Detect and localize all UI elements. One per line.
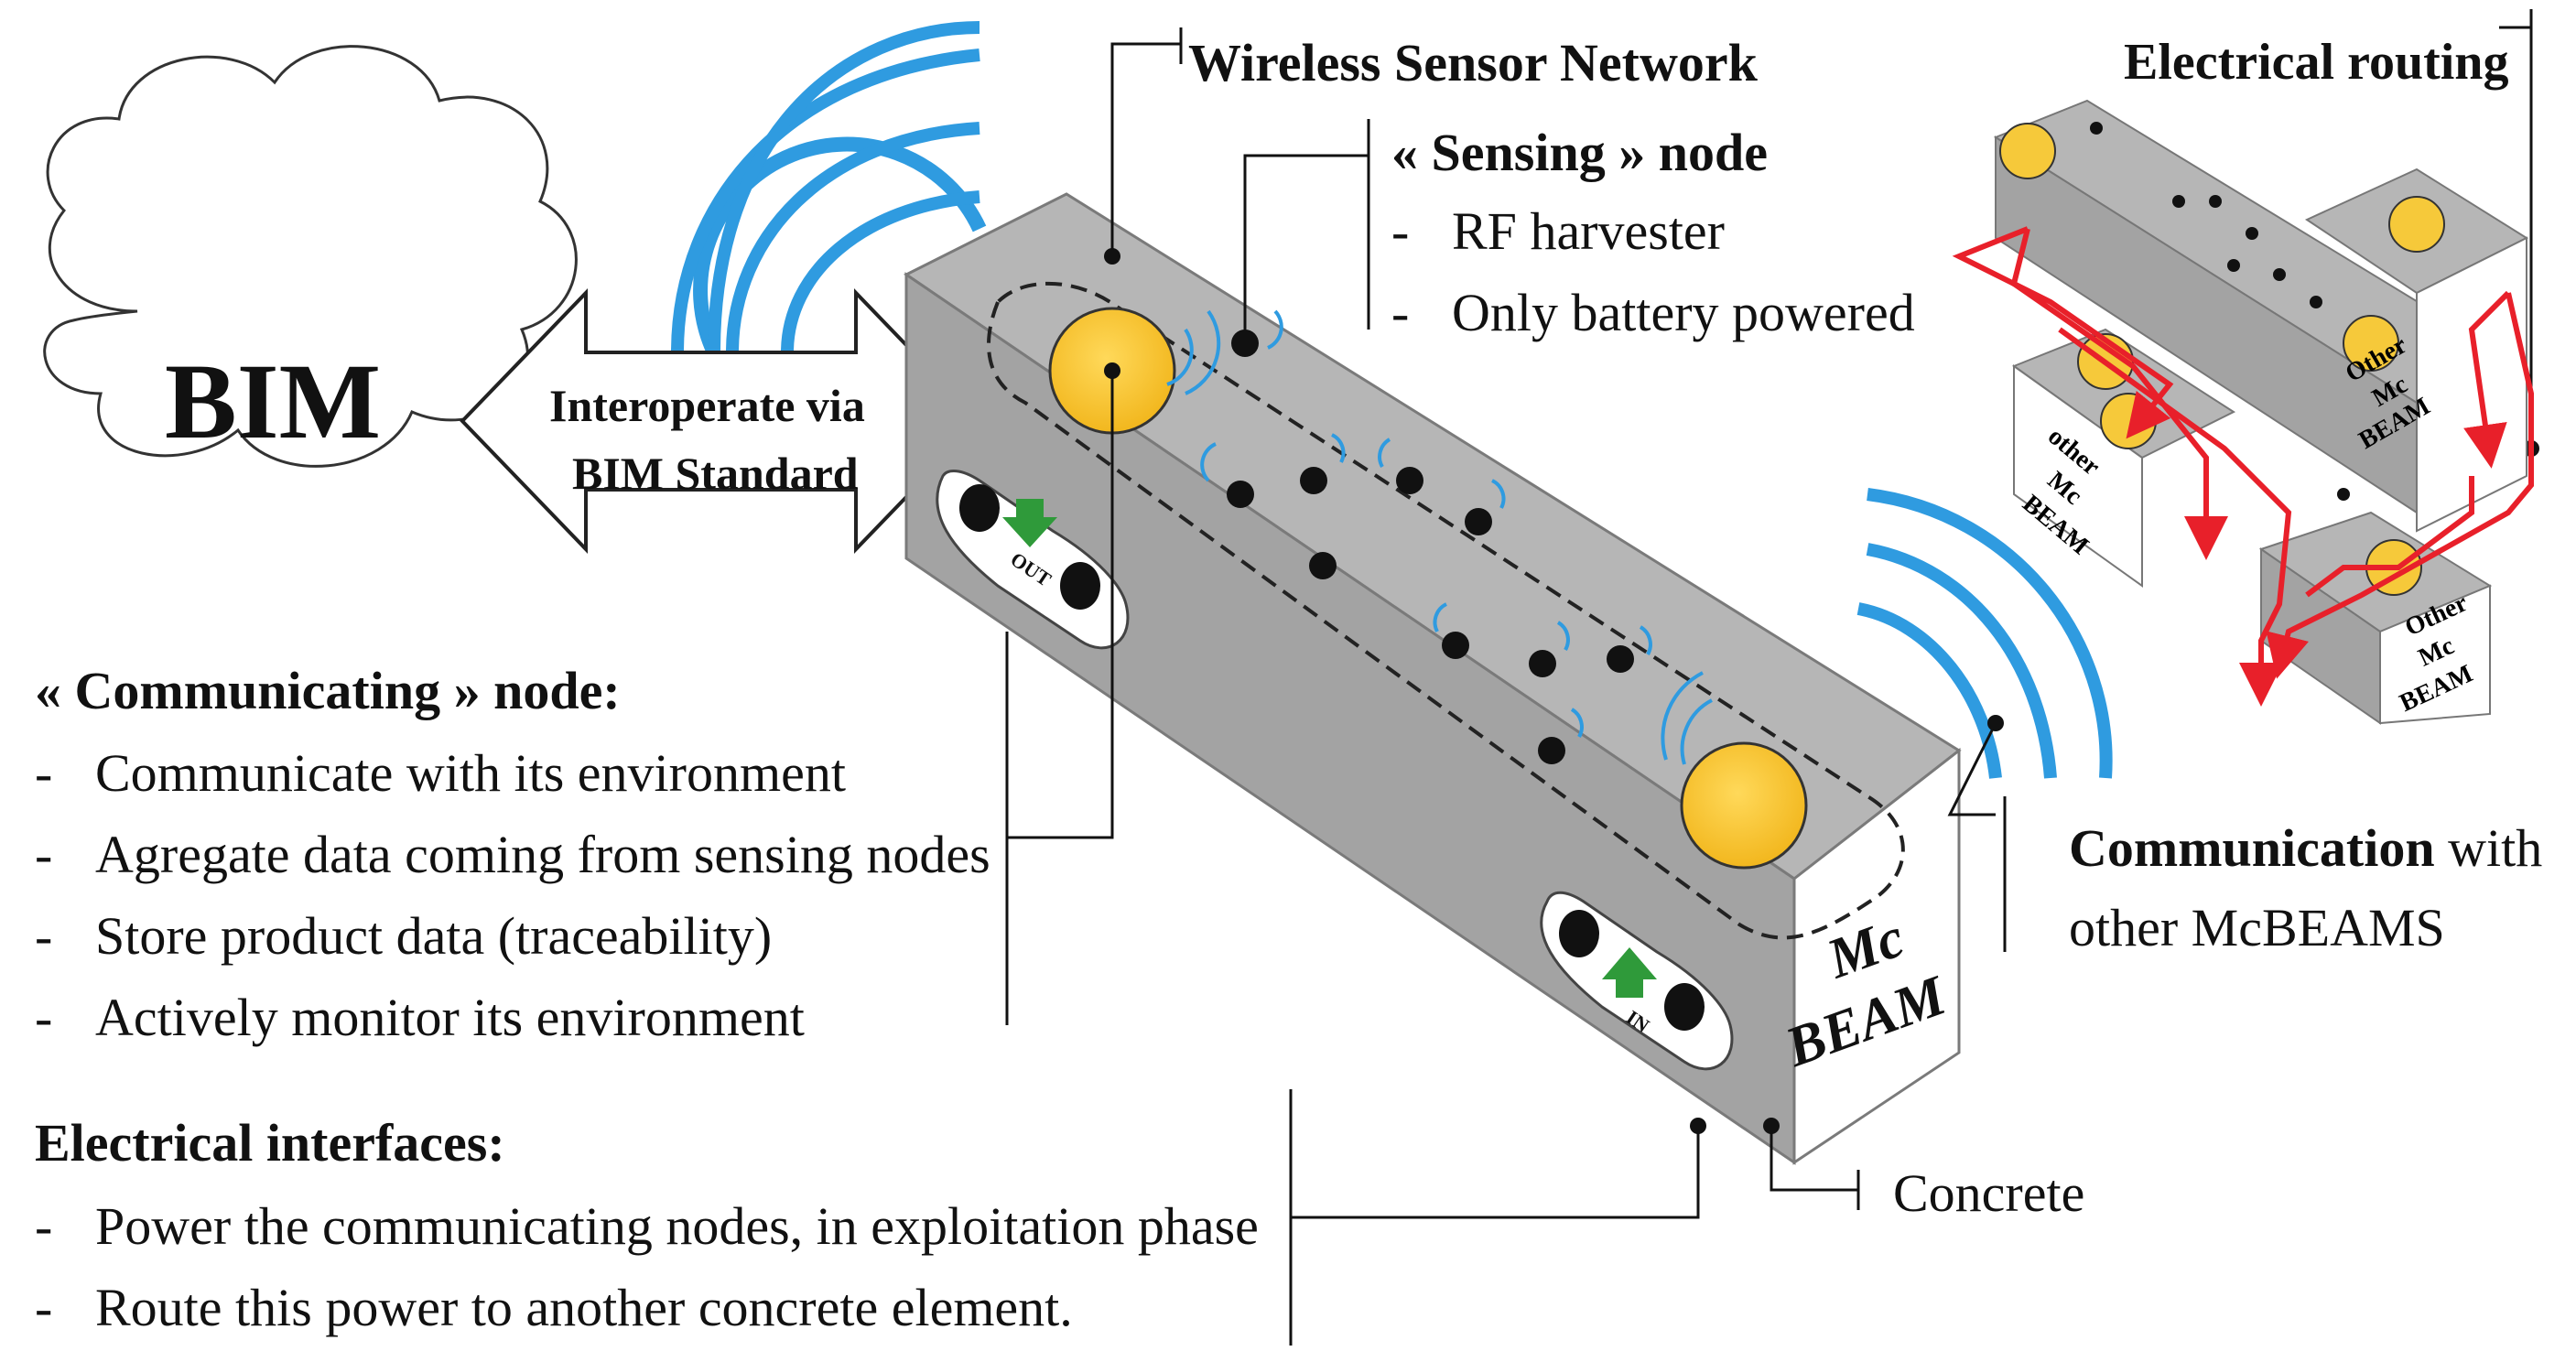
- arrow-label-line1: Interoperate via: [549, 380, 865, 431]
- communicating-item: Actively monitor its environment: [35, 977, 990, 1058]
- electrical-routing-title: Electrical routing: [2124, 34, 2509, 91]
- electrical-interfaces-title: Electrical interfaces:: [35, 1113, 505, 1173]
- electrical-item: Route this power to another concrete ele…: [35, 1267, 1259, 1348]
- wifi-icon-top: [693, 136, 987, 356]
- sensing-node-title: « Sensing » node: [1391, 123, 1768, 182]
- beam-end-face: [1792, 747, 1961, 1165]
- callout-lines: [1005, 9, 2533, 1346]
- bim-title: BIM: [165, 341, 381, 461]
- sensing-item: Only battery powered: [1391, 272, 1915, 353]
- wifi-icon-big: [671, 21, 980, 353]
- wsn-dashed-boundary: [987, 281, 1905, 940]
- electrical-interfaces-list: Power the communicating nodes, in exploi…: [35, 1185, 1259, 1348]
- in-plug: [1540, 891, 1734, 1071]
- sensing-item: RF harvester: [1391, 190, 1915, 272]
- concrete-label: Concrete: [1893, 1163, 2085, 1223]
- electrical-item: Power the communicating nodes, in exploi…: [35, 1185, 1259, 1267]
- mcbeam: Mc BEAM OUT IN: [904, 192, 1962, 1165]
- communicating-item: Store product data (traceability): [35, 895, 990, 977]
- radio-waves: [1166, 309, 1713, 765]
- wifi-icon-right: [1856, 488, 2113, 779]
- bim-cloud: [43, 45, 578, 468]
- communicating-item: Agregate data coming from sensing nodes: [35, 814, 990, 895]
- communicating-node-list: Communicate with its environment Agregat…: [35, 732, 990, 1058]
- sensing-nodes: [1227, 330, 1634, 764]
- routing-scene: Other Mc BEAM other Mc BEAM Other Mc BEA…: [1952, 99, 2534, 725]
- communication-rest: with: [2434, 818, 2543, 878]
- communication-line1: Communication with: [2069, 822, 2542, 875]
- communication-bold: Communication: [2069, 818, 2435, 878]
- out-plug: [936, 470, 1130, 650]
- wsn-title: Wireless Sensor Network: [1188, 33, 1758, 92]
- communicating-node-sensor-2: [1680, 741, 1808, 870]
- communication-line2: other McBEAMS: [2069, 898, 2445, 957]
- arrow-label-line2: BIM Standard: [572, 448, 859, 499]
- communicating-item: Communicate with its environment: [35, 732, 990, 814]
- sensing-node-list: RF harvester Only battery powered: [1391, 190, 1915, 353]
- communicating-node-title: « Communicating » node:: [35, 661, 621, 720]
